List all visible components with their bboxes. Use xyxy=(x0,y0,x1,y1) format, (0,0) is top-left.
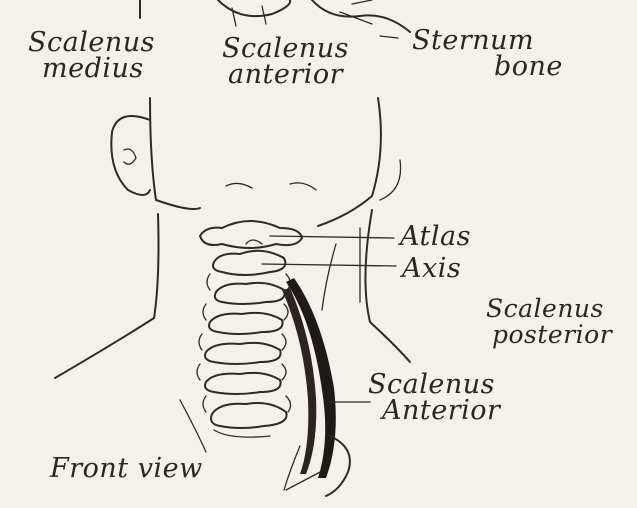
head-outline xyxy=(111,98,400,226)
label-line: Scalenus xyxy=(486,296,612,322)
label-scalenus-posterior: Scalenus posterior xyxy=(486,296,612,348)
label-front-view: Front view xyxy=(50,456,203,482)
label-line: posterior xyxy=(486,322,612,348)
label-scalenus-anterior-top: Scalenus anterior xyxy=(222,36,349,88)
label-line: Axis xyxy=(402,256,461,282)
top-bone-fragments xyxy=(140,0,410,32)
label-line: medius xyxy=(28,56,155,82)
label-line: Front view xyxy=(50,456,203,482)
cervical-vertebrae xyxy=(197,221,302,437)
scalenus-muscle-bands xyxy=(282,278,350,496)
label-atlas: Atlas xyxy=(400,224,471,250)
label-line: anterior xyxy=(222,62,349,88)
label-line: Atlas xyxy=(400,224,471,250)
label-scalenus-anterior-bottom: Scalenus Anterior xyxy=(368,372,500,424)
label-line: Anterior xyxy=(368,398,500,424)
neck-outline xyxy=(55,210,410,490)
label-axis: Axis xyxy=(402,256,461,282)
label-sternum-bone: Sternum bone xyxy=(412,28,563,80)
label-line: bone xyxy=(412,54,563,80)
label-scalenus-medius: Scalenus medius xyxy=(28,30,155,82)
leader-lines xyxy=(262,36,398,402)
